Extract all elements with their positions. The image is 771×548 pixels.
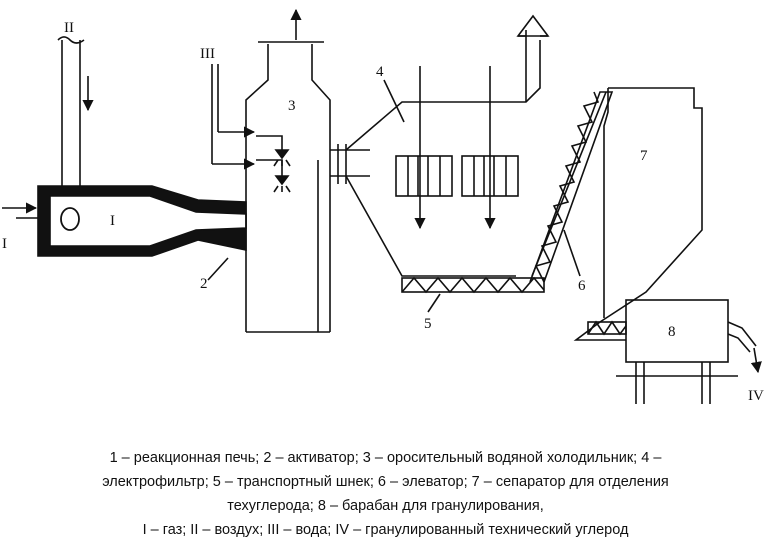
air-inlet-pipe (57, 36, 94, 186)
figure-caption: 1 – реакционная печь; 2 – активатор; 3 –… (10, 446, 761, 542)
elevator (529, 91, 614, 283)
label-2: 2 (200, 276, 208, 292)
caption-line-4: I – газ; II – воздух; III – вода; IV – г… (142, 522, 629, 538)
label-3: 3 (288, 98, 296, 114)
label-8: 8 (668, 324, 676, 340)
water-inlet-lines (211, 64, 291, 193)
label-furnace: I (110, 213, 115, 229)
process-diagram: I 1 2 3 4 5 6 7 8 I II III IV (2, 8, 764, 404)
label-6: 6 (578, 278, 586, 294)
separator (573, 87, 703, 341)
label-7: 7 (640, 148, 648, 164)
water-cooler (245, 8, 370, 333)
label-gas: I (2, 236, 7, 252)
caption-line-1: 1 – реакционная печь; 2 – активатор; 3 –… (109, 450, 662, 466)
label-air: II (64, 20, 74, 36)
granulation-drum (587, 299, 762, 404)
label-water: III (200, 46, 215, 62)
caption-line-3: техуглерода; 8 – барабан для гранулирова… (227, 498, 544, 514)
label-5: 5 (424, 316, 432, 332)
caption-line-2: электрофильтр; 5 – транспортный шнек; 6 … (102, 474, 669, 490)
screw-conveyor (401, 276, 545, 313)
label-4: 4 (376, 64, 384, 80)
electrofilter (345, 14, 550, 277)
reaction-furnace (2, 185, 247, 281)
label-product: IV (748, 388, 764, 404)
